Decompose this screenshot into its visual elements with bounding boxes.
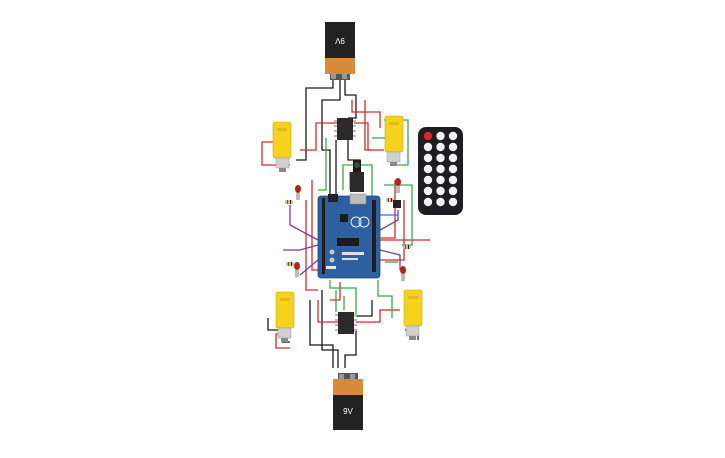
remote-button[interactable] (436, 131, 445, 141)
remote-button[interactable] (423, 142, 433, 152)
remote-button[interactable] (436, 175, 445, 185)
motor-top-right[interactable] (384, 115, 404, 166)
ir-receiver[interactable] (350, 160, 364, 192)
remote-button[interactable] (448, 153, 458, 163)
battery-top-label: 9V (334, 36, 344, 45)
remote-button[interactable] (436, 197, 445, 207)
arduino-board[interactable] (317, 193, 381, 279)
resistor-left-top[interactable] (285, 200, 293, 204)
remote-button[interactable] (448, 186, 458, 196)
remote-button[interactable] (436, 164, 445, 174)
remote-buttons (423, 131, 458, 207)
ir-remote[interactable] (418, 127, 463, 215)
battery-bottom[interactable]: 9V (333, 373, 363, 430)
led-left-bottom[interactable] (294, 262, 300, 277)
led-left-top[interactable] (295, 185, 301, 200)
remote-button[interactable] (423, 197, 433, 207)
remote-button[interactable] (436, 142, 445, 152)
remote-button[interactable] (436, 186, 445, 196)
remote-button[interactable] (423, 153, 433, 163)
led-right-bottom[interactable] (400, 266, 406, 281)
ir-sensor-small[interactable] (393, 200, 401, 208)
battery-bottom-label: 9V (343, 407, 353, 416)
remote-button[interactable] (423, 186, 433, 196)
remote-button[interactable] (448, 142, 458, 152)
resistor-right-top[interactable] (386, 198, 394, 202)
remote-button[interactable] (448, 131, 458, 141)
motor-driver-bottom[interactable] (335, 312, 357, 334)
motor-bottom-left[interactable] (275, 291, 295, 342)
remote-button[interactable] (448, 175, 458, 185)
remote-button[interactable] (436, 153, 445, 163)
motor-driver-top[interactable] (334, 118, 356, 140)
led-right-top[interactable] (395, 178, 401, 193)
motor-bottom-right[interactable] (403, 289, 423, 340)
remote-button[interactable] (448, 197, 458, 207)
remote-button[interactable] (423, 164, 433, 174)
remote-button[interactable] (448, 164, 458, 174)
remote-power-button[interactable] (423, 131, 433, 141)
battery-top[interactable]: 9V (325, 22, 355, 80)
resistor-right-bottom[interactable] (403, 245, 411, 249)
resistor-left-bottom[interactable] (286, 262, 294, 266)
remote-button[interactable] (423, 175, 433, 185)
motor-top-left[interactable] (272, 121, 292, 172)
